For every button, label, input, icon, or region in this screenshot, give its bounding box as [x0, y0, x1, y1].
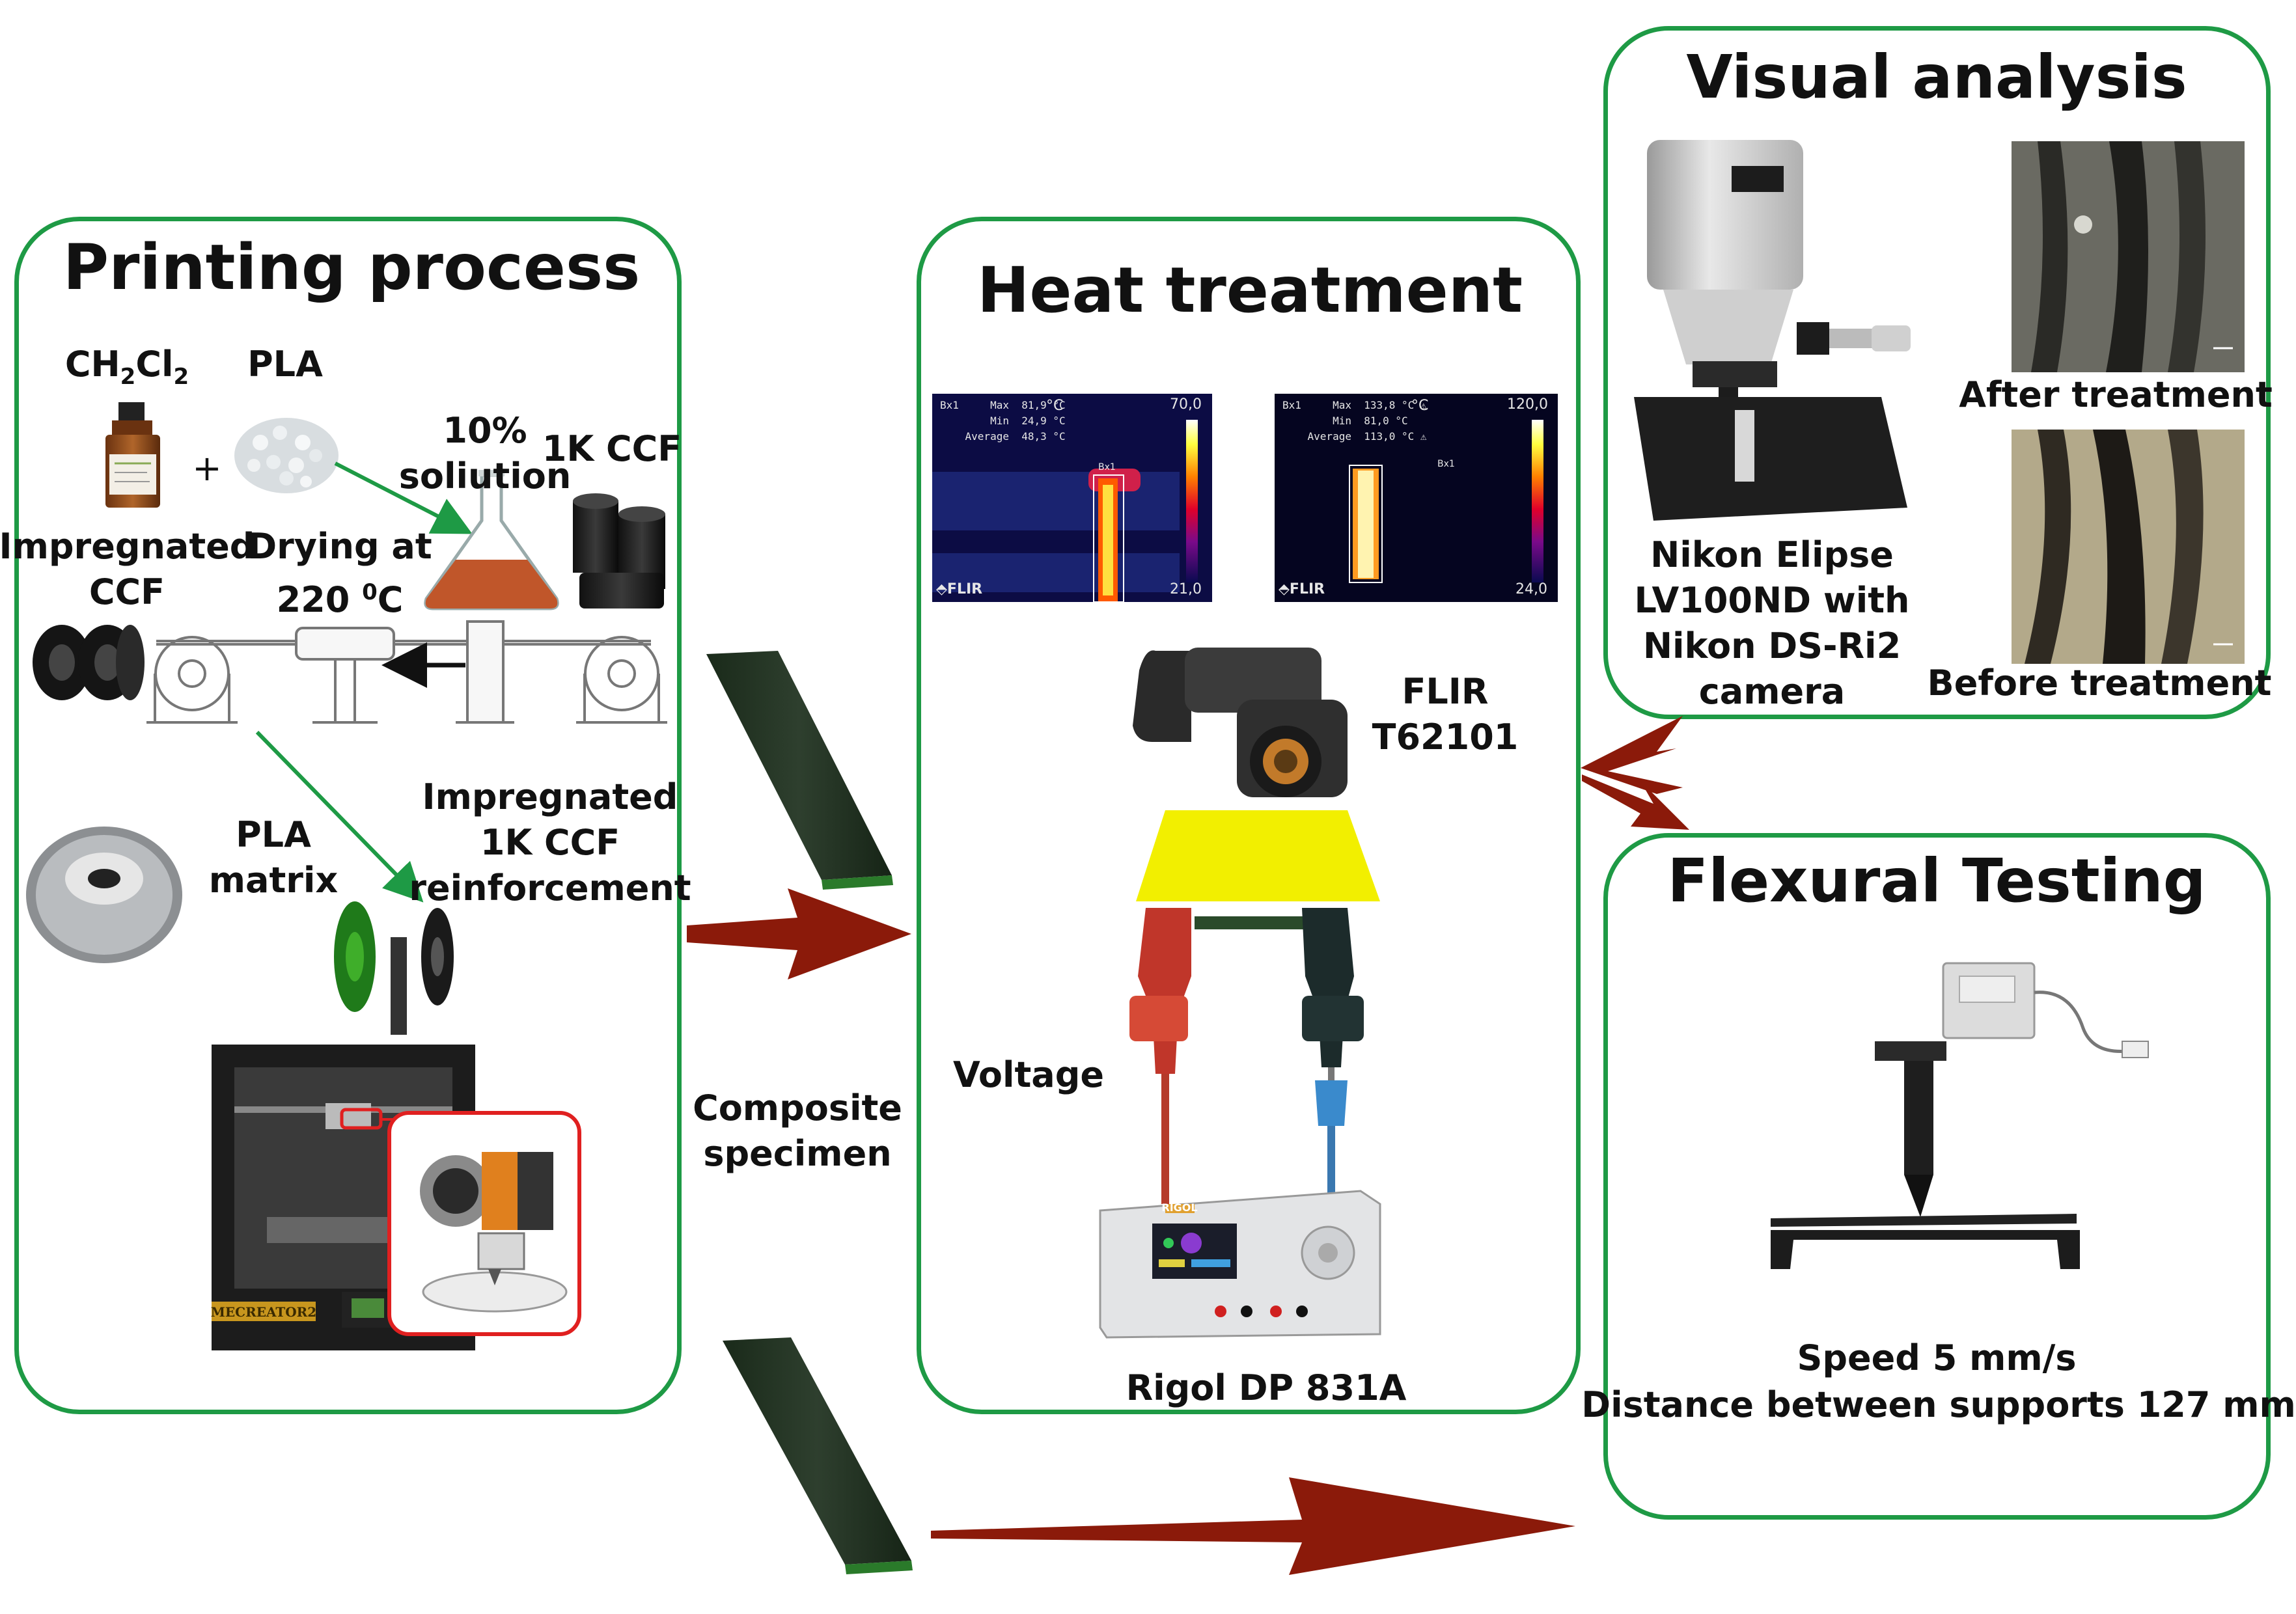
drying-label: Drying at 220 0C: [247, 526, 432, 620]
nikon-microscope-icon: [1634, 140, 1911, 521]
solvent-formula-label: CH2Cl2: [64, 344, 189, 390]
reinforcement-label: Impregnated 1K CCF reinforcement: [409, 776, 691, 909]
erlenmeyer-flask-icon: [424, 470, 559, 610]
before-treatment-micrograph: [2012, 430, 2245, 664]
carbon-fiber-spools-icon: [573, 493, 665, 609]
pla-pellets-icon: [234, 418, 339, 493]
composite-strip-top: [706, 651, 893, 890]
microscope-label: Nikon Elipse LV100ND with Nikon DS-Ri2 c…: [1634, 534, 1910, 712]
voltage-label: Voltage: [953, 1054, 1104, 1095]
printhead-zoom-inset: [387, 1111, 581, 1336]
impregnated-ccf-spools-icon: [33, 625, 145, 700]
flow-arrow-printing-to-heat: [687, 888, 911, 979]
power-supply-label: Rigol DP 831A: [1126, 1367, 1407, 1408]
flexural-testing-title: Flexural Testing: [1667, 846, 2206, 916]
thermal-heatmap-after: [1275, 394, 1558, 602]
thermal-before-scale-min: 21,0: [1170, 581, 1202, 597]
thermal-before-box-label: Bx1: [1098, 462, 1116, 472]
composite-specimen-label: Composite specimen: [693, 1087, 902, 1174]
after-treatment-micrograph: [2012, 141, 2245, 372]
flow-arrow-to-flexural: [931, 1477, 1575, 1575]
black-crocodile-clip: [1302, 908, 1364, 1204]
thermal-after-scale-max: 120,0: [1507, 396, 1548, 413]
3d-printer-icon: [212, 1045, 475, 1350]
flexural-test-rig-icon: [1771, 962, 2149, 1269]
thermal-before-unit: °C: [1046, 398, 1064, 414]
thermal-after-unit: °C: [1411, 398, 1429, 414]
solution-label: 10% soliution: [398, 410, 572, 497]
flow-arrow-heat-to-visual: [1581, 716, 1683, 794]
to-printer-arrow: [255, 730, 424, 903]
composite-strip-bottom: [723, 1337, 913, 1574]
specimen-bar: [1195, 916, 1338, 929]
test-speed-label: Speed 5 mm/s: [1797, 1337, 2077, 1378]
before-treatment-label: Before treatment: [1927, 663, 2272, 704]
thermal-before-readout: Bx1 Max 81,9 °C Min 24,9 °C Average 48,3…: [940, 399, 1066, 443]
pla-label: PLA: [247, 344, 323, 385]
flir-camera-icon: [1133, 648, 1348, 797]
rigol-power-supply-icon: [1099, 1190, 1381, 1339]
solvent-bottle-icon: [105, 402, 160, 508]
pla-matrix-spool-icon: [26, 827, 182, 963]
ccf-1k-label: 1K CCF: [542, 428, 682, 469]
visual-analysis-title: Visual analysis: [1686, 42, 2187, 112]
after-treatment-label: After treatment: [1959, 374, 2273, 415]
printing-process-title: Printing process: [62, 231, 641, 304]
thermal-before-scale-max: 70,0: [1170, 396, 1202, 413]
heat-treatment-title: Heat treatment: [977, 254, 1523, 327]
printer-filament-spools: [334, 901, 454, 1035]
impregnated-ccf-label: Impregnated CCF: [0, 526, 255, 612]
thermal-image-before: Bx1 Max 81,9 °C Min 24,9 °C Average 48,3…: [932, 394, 1212, 603]
flir-camera-label: FLIR T62101: [1372, 671, 1519, 758]
pla-matrix-label: PLA matrix: [208, 814, 339, 901]
mix-arrow: [334, 461, 473, 534]
thermal-after-box-label: Bx1: [1437, 459, 1455, 469]
thermal-heatmap-before: [932, 394, 1212, 603]
flow-arrow-heat-to-flexural: [1582, 774, 1689, 830]
thermal-image-after: Bx1 Max 133,8 °C ⚠ Min 81,0 °C Average 1…: [1275, 394, 1558, 602]
flexural-testing-panel: [1603, 833, 2271, 1520]
thermal-after-scale-min: 24,0: [1515, 581, 1547, 597]
support-distance-label: Distance between supports 127 mm: [1581, 1384, 2296, 1425]
impregnation-line: [146, 620, 667, 724]
rigol-brand-label: RIGOL: [1161, 1201, 1198, 1214]
plus-sign: +: [192, 448, 222, 489]
flir-logo-after: ⬘FLIR: [1279, 581, 1325, 597]
red-crocodile-clip: [1129, 908, 1191, 1204]
yellow-heating-zone: [1136, 810, 1380, 901]
thermal-after-readout: Bx1 Max 133,8 °C ⚠ Min 81,0 °C Average 1…: [1282, 399, 1427, 443]
flir-logo-before: ⬘FLIR: [936, 581, 983, 597]
printer-brand-label: MECREATOR2: [210, 1304, 317, 1320]
